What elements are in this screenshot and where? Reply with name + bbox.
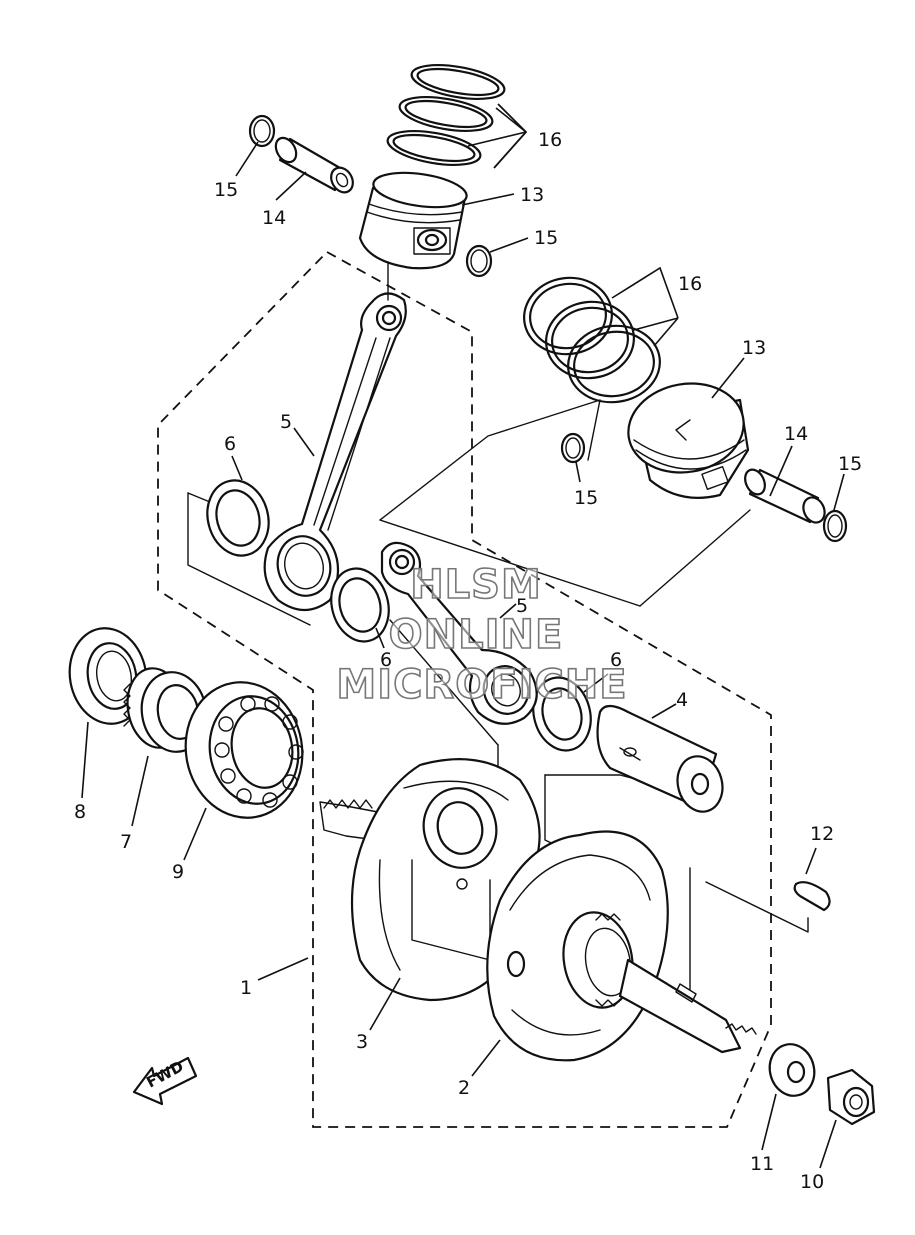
- main-bearing: [184, 681, 304, 819]
- callout-5-second: 5: [516, 595, 528, 617]
- forward-direction-arrow: FWD: [132, 1056, 198, 1106]
- callout-5-first: 5: [280, 411, 292, 433]
- callout-16-top: 16: [538, 129, 562, 151]
- piston-rings-top: [386, 64, 506, 166]
- callout-8: 8: [74, 801, 86, 823]
- crankshaft-washer: [768, 1043, 816, 1097]
- thrust-washer-right: [532, 676, 592, 752]
- circlip-top-left: [248, 114, 276, 148]
- callout-15-mid-right: 15: [838, 453, 862, 475]
- callout-14-top: 14: [262, 207, 286, 229]
- callout-15-top-left: 15: [214, 179, 238, 201]
- callout-9: 9: [172, 861, 184, 883]
- circlip-top-right: [465, 244, 493, 278]
- callout-numbers: 15 14 16 13 15 16 13 15 14 15 6 5 6 5 6 …: [74, 129, 862, 1193]
- callout-11: 11: [750, 1153, 774, 1175]
- watermark-line-3: MICROFICHE: [336, 662, 627, 708]
- watermark-line-2: ONLINE: [389, 612, 564, 658]
- callout-16-second: 16: [678, 273, 702, 295]
- watermark: HLSM ONLINE MICROFICHE: [336, 561, 628, 709]
- piston-top: [358, 171, 468, 270]
- circlip-mid-right: [822, 509, 848, 543]
- callout-4: 4: [676, 689, 688, 711]
- callout-6-middle: 6: [380, 649, 392, 671]
- connecting-rod-first: [263, 261, 407, 612]
- callout-15-mid-left: 15: [574, 487, 598, 509]
- piston-rings-second: [523, 276, 661, 404]
- crank-right: [486, 830, 757, 1062]
- callout-6-right: 6: [610, 649, 622, 671]
- callout-14-second: 14: [784, 423, 808, 445]
- piston-second: [627, 382, 750, 499]
- crank-pin: [596, 704, 724, 813]
- callout-13-second: 13: [742, 337, 766, 359]
- callout-13-top: 13: [520, 184, 544, 206]
- crankshaft-assembly-boundary: [157, 250, 772, 1128]
- callout-2: 2: [458, 1077, 470, 1099]
- callout-7: 7: [120, 831, 132, 853]
- callout-15-top-right: 15: [534, 227, 558, 249]
- callout-3: 3: [356, 1031, 368, 1053]
- piston-pin-second: [744, 468, 826, 524]
- crankshaft-nut: [826, 1068, 876, 1126]
- woodruff-key: [793, 881, 831, 912]
- watermark-line-1: HLSM: [410, 562, 542, 608]
- callout-12: 12: [810, 823, 834, 845]
- circlip-mid-left: [560, 432, 586, 464]
- connecting-rod-second: [380, 541, 538, 725]
- piston-pin-top: [274, 136, 354, 194]
- thrust-washer-left: [206, 479, 270, 557]
- callout-1: 1: [240, 977, 252, 999]
- thrust-washer-middle: [330, 567, 390, 643]
- callout-10: 10: [800, 1171, 824, 1193]
- callout-6-left: 6: [224, 433, 236, 455]
- callout-leaders: [81, 103, 845, 1169]
